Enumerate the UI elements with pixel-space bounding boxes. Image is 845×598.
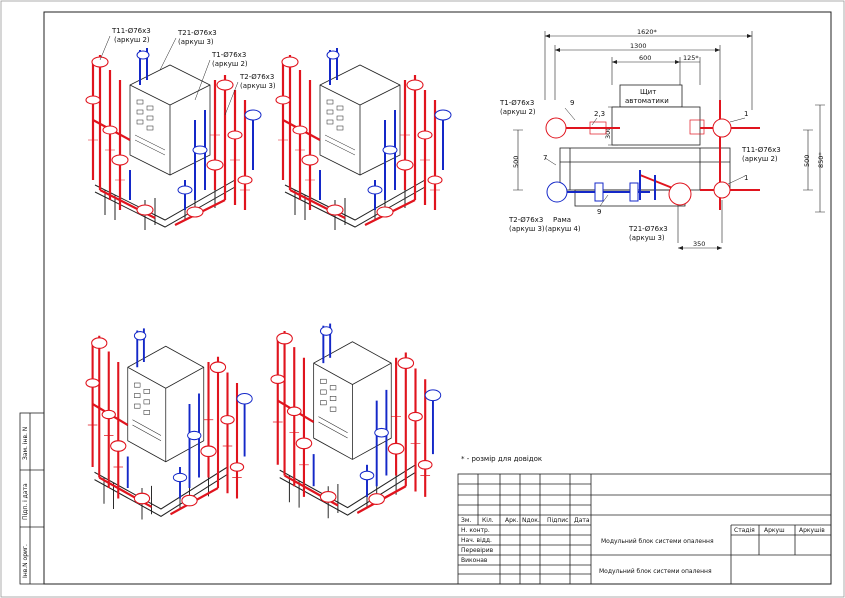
tb-col-sheet: Аркуш: [764, 527, 785, 534]
label-t21-sheet: (аркуш 3): [178, 38, 214, 46]
callout-1b: 1: [744, 174, 748, 182]
label-t1-sheet: (аркуш 2): [212, 60, 248, 68]
dim-500-left: 500: [512, 156, 520, 168]
tb-subtitle: Модульний блок системи опалення: [599, 568, 712, 575]
label-t11: Т11-Ø76х3: [111, 27, 151, 35]
label-t11-sheet: (аркуш 2): [114, 36, 150, 44]
label-t2: Т2-Ø76х3: [239, 73, 274, 81]
dim-1300: 1300: [630, 42, 647, 50]
plan-view: 1620* 1300 600 125* 300 500 500 850* 350…: [499, 28, 825, 250]
plan-label-frame-sheet: (аркуш 4): [545, 225, 581, 233]
side-stamp-b: Підп. і дата: [22, 483, 29, 520]
dim-300: 300: [604, 127, 612, 139]
plan-label-t11: Т11-Ø76х3: [741, 146, 781, 154]
tb-header-4: Підпис: [547, 517, 568, 524]
tb-header-2: Арк.: [505, 517, 519, 524]
reference-note: * - розмір для довідок: [461, 455, 542, 463]
tb-header-3: Nдок.: [522, 517, 540, 524]
label-t2-sheet: (аркуш 3): [240, 82, 276, 90]
label-t21: Т21-Ø76х3: [177, 29, 217, 37]
iso-labels: Т11-Ø76х3 (аркуш 2) Т21-Ø76х3 (аркуш 3) …: [99, 27, 276, 116]
label-t1: Т1-Ø76х3: [211, 51, 246, 59]
tb-header-1: Кіл.: [482, 517, 494, 524]
plan-label-t1-sheet: (аркуш 2): [500, 108, 536, 116]
callout-9b: 9: [597, 208, 601, 216]
dim-600: 600: [639, 54, 651, 62]
tb-header-5: Дата: [574, 517, 590, 524]
isometric-view-2: [274, 46, 453, 232]
plan-label-t2: Т2-Ø76х3: [508, 216, 543, 224]
tb-role-1: Нач. відд.: [461, 537, 492, 544]
isometric-view-3: [84, 327, 254, 521]
dim-350: 350: [693, 240, 705, 248]
tb-role-2: Перевірив: [461, 547, 494, 554]
panel-line2: автоматики: [625, 97, 669, 105]
tb-col-sheets: Аркушів: [799, 527, 825, 534]
tb-role-0: Н. контр.: [461, 527, 490, 534]
side-stamp: [19, 412, 45, 585]
callout-1a: 1: [744, 110, 748, 118]
tb-header-0: Зм.: [461, 517, 471, 524]
callout-9a: 9: [570, 99, 574, 107]
plan-label-t1: Т1-Ø76х3: [499, 99, 534, 107]
tb-col-stage: Стадія: [734, 527, 755, 534]
dim-850: 850*: [817, 152, 825, 168]
dim-total: 1620*: [637, 28, 658, 36]
side-stamp-a: Зам. інв. N: [22, 427, 29, 460]
isometric-view-1: [84, 46, 263, 232]
plan-label-t2-sheet: (аркуш 3): [509, 225, 545, 233]
plan-label-frame: Рама: [553, 216, 571, 224]
isometric-view-4: [269, 322, 442, 520]
dim-125: 125*: [683, 54, 699, 62]
title-block-headers: Зм. Кіл. Арк. Nдок. Підпис Дата: [461, 517, 590, 524]
panel-line1: Щит: [640, 88, 656, 96]
title-block: [457, 473, 832, 585]
plan-label-t21: Т21-Ø76х3: [628, 225, 668, 233]
side-stamp-c: Інв.N ориг.: [22, 544, 29, 578]
plan-label-t11-sheet: (аркуш 2): [742, 155, 778, 163]
callout-23: 2,3: [594, 110, 605, 118]
title-block-roles: Н. контр. Нач. відд. Перевірив Виконав: [461, 527, 494, 564]
tb-title: Модульний блок системи опалення: [601, 538, 714, 545]
tb-role-3: Виконав: [461, 557, 488, 564]
callout-7: 7: [543, 154, 547, 162]
dim-500-right: 500: [803, 155, 811, 167]
plan-label-t21-sheet: (аркуш 3): [629, 234, 665, 242]
